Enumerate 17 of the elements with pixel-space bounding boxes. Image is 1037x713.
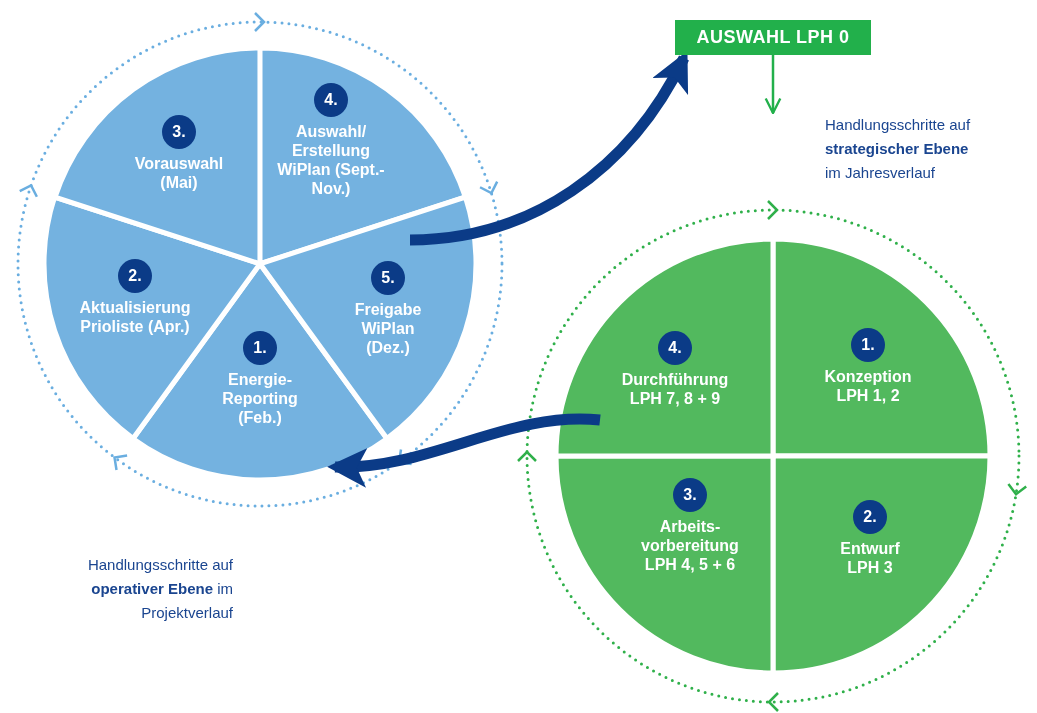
arrow xyxy=(764,55,782,115)
segment-label: Konzeption LPH 1, 2 xyxy=(823,367,913,405)
pie-segment xyxy=(556,456,773,673)
phase-box: AUSWAHL LPH 0 xyxy=(675,20,871,55)
segment-label: Aktualisierung Prioliste (Apr.) xyxy=(78,298,192,336)
pie-segment xyxy=(556,239,773,456)
segment-label: Durchführung LPH 7, 8 + 9 xyxy=(620,370,730,408)
pie-segment xyxy=(773,239,990,456)
segment-label: Auswahl/ Erstellung WiPlan (Sept.-Nov.) xyxy=(276,122,386,198)
arrow xyxy=(327,413,601,487)
description-text: Handlungsschritte auf strategischer Ebene im Jahresverlauf xyxy=(825,115,972,183)
pie-segment xyxy=(773,456,990,673)
pie-segment xyxy=(54,48,260,264)
segment-label: Vorauswahl (Mai) xyxy=(133,154,225,192)
segment-label: Arbeits- vorbereitung LPH 4, 5 + 6 xyxy=(640,517,740,574)
segment-label: Entwurf LPH 3 xyxy=(839,539,901,577)
description-text: Handlungsschritte auf operativer Ebene im Projektverlauf xyxy=(86,555,233,623)
